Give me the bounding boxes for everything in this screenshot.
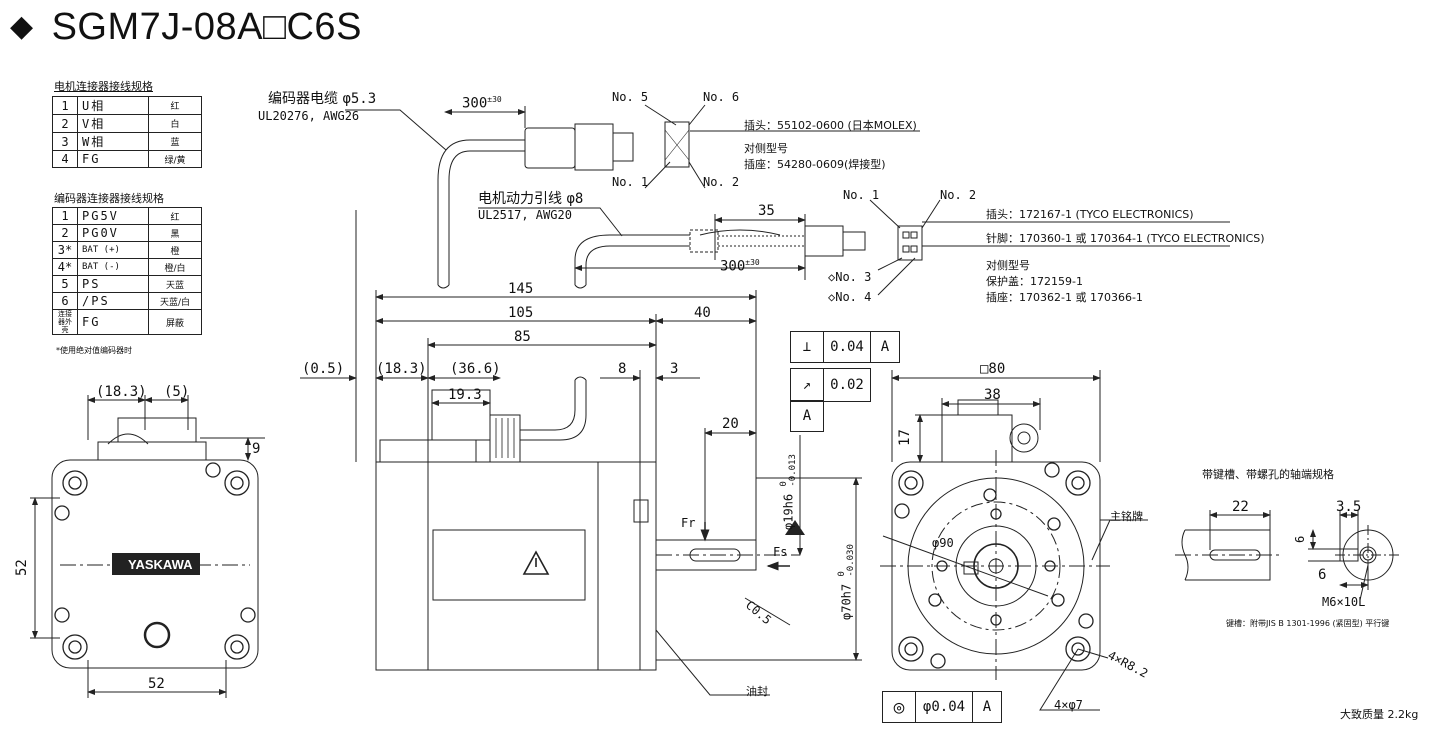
dim-3: 3 — [670, 361, 679, 377]
diamond-icon: ◆ — [10, 10, 34, 43]
dim-19-3: 19.3 — [448, 387, 482, 403]
page-title: ◆ SGM7J-08A□C6S — [10, 6, 362, 49]
power-cable-length: 300±30 — [720, 258, 760, 275]
encoder-cable-spec: UL20276, AWG26 — [258, 109, 360, 123]
front-view — [880, 370, 1148, 711]
front-dim-38: 38 — [984, 387, 1001, 403]
power-pin-4: ◇No. 4 — [828, 290, 872, 304]
power-pin-note: 针脚：170360-1 或 170364-1 (TYCO ELECTRONICS… — [986, 232, 1265, 245]
front-dim-17: 17 — [897, 429, 913, 446]
front-dim-holes: 4×φ7 — [1054, 698, 1083, 712]
force-fr-label: Fr — [681, 516, 696, 530]
rear-dim-52-h: 52 — [148, 676, 165, 692]
model-name: SGM7J-08A□C6S — [51, 6, 362, 48]
shaft-dim-3-5: 3.5 — [1336, 499, 1362, 515]
yaskawa-logo-icon — [112, 553, 200, 575]
coaxiality-icon: ◎ — [893, 696, 905, 718]
encoder-cable-label: 编码器电缆 φ5.3 — [268, 91, 377, 107]
runout-frame: ↗ 0.02 — [790, 368, 871, 402]
shaft-dim-6a: 6 — [1293, 535, 1307, 543]
screw-label: M6×10L — [1322, 595, 1366, 609]
table-row: 3*BAT (+)橙 — [52, 241, 202, 259]
dim-0-5: (0.5) — [302, 361, 345, 377]
power-mate-title: 对侧型号 — [986, 259, 1030, 272]
perpendicular-icon: ⊥ — [802, 339, 812, 355]
dim-145: 145 — [508, 281, 534, 297]
encoder-mate-title: 对侧型号 — [744, 142, 788, 155]
encoder-table-note: *使用绝对值编码器时 — [56, 346, 132, 355]
perpendicularity-frame: ⊥ 0.04 A — [790, 331, 900, 363]
nameplate-label: 主铭牌 — [1110, 510, 1143, 523]
power-socket-note: 插座：170362-1 或 170366-1 — [986, 291, 1143, 304]
dim-105: 105 — [508, 305, 534, 321]
encoder-pin-1: No. 1 — [612, 175, 649, 189]
oil-seal-label: 油封 — [746, 685, 768, 698]
power-cable-label: 电机动力引线 φ8 — [478, 191, 584, 207]
encoder-socket-note: 插座：54280-0609(焊接型) — [744, 158, 886, 171]
shaft-diameter: φ19h6 0-0.013 — [779, 454, 798, 530]
shaft-end-detail — [1175, 510, 1400, 601]
yaskawa-logo-text: YASKAWA — [128, 557, 193, 572]
dim-20: 20 — [722, 416, 739, 432]
power-pin-1: No. 1 — [843, 188, 880, 202]
power-cover-note: 保护盖：172159-1 — [986, 275, 1083, 288]
mass-label: 大致质量 2.2kg — [1340, 708, 1419, 721]
side-view — [300, 104, 1230, 696]
power-cable-spec: UL2517, AWG20 — [478, 208, 572, 222]
motor-table-caption: 电机连接器接线规格 — [54, 80, 153, 93]
power-plug-note: 插头：172167-1 (TYCO ELECTRONICS) — [986, 208, 1194, 221]
rear-dim-9: 9 — [252, 441, 261, 457]
spigot-diameter: φ70h7 0-0.030 — [837, 544, 856, 620]
key-note: 键槽：附带JIS B 1301-1996 (紧固型) 平行键 — [1226, 619, 1390, 628]
dim-36-6: (36.6) — [450, 361, 501, 377]
power-pin-2: No. 2 — [940, 188, 977, 202]
encoder-pin-6: No. 6 — [703, 90, 740, 104]
table-row: 4*BAT (-)橙/白 — [52, 258, 202, 276]
front-dim-phi90: φ90 — [932, 536, 954, 550]
rear-dim-52-v: 52 — [14, 559, 30, 576]
datum-a-frame: A — [790, 400, 824, 432]
dim-85: 85 — [514, 329, 531, 345]
dim-18-3: (18.3) — [376, 361, 427, 377]
encoder-pin-5: No. 5 — [612, 90, 649, 104]
rear-view — [30, 395, 265, 698]
encoder-cable-length: 300±30 — [462, 95, 502, 112]
rear-dim-5: (5) — [164, 384, 190, 400]
rear-dim-18-3: (18.3) — [96, 384, 147, 400]
runout-arrow-icon: ↗ — [802, 377, 812, 393]
encoder-pin-2: No. 2 — [703, 175, 740, 189]
shaft-dim-22: 22 — [1232, 499, 1249, 515]
encoder-table-caption: 编码器连接器接线规格 — [54, 192, 164, 205]
power-pin-3: ◇No. 3 — [828, 270, 872, 284]
dim-40: 40 — [694, 305, 711, 321]
force-fs-label: Fs — [773, 545, 788, 559]
diamond-marker-icon: ◇ — [828, 290, 836, 304]
shaft-dim-6b: 6 — [1318, 567, 1327, 583]
shaft-end-title: 带键槽、带螺孔的轴端规格 — [1202, 468, 1334, 481]
dim-8: 8 — [618, 361, 627, 377]
dim-35: 35 — [758, 203, 775, 219]
diamond-marker-icon: ◇ — [828, 270, 836, 284]
front-dim-sq80: □80 — [980, 361, 1006, 377]
encoder-plug-note: 插头：55102-0600 (日本MOLEX) — [744, 119, 917, 132]
coaxiality-frame: ◎ φ0.04 A — [882, 691, 1002, 723]
